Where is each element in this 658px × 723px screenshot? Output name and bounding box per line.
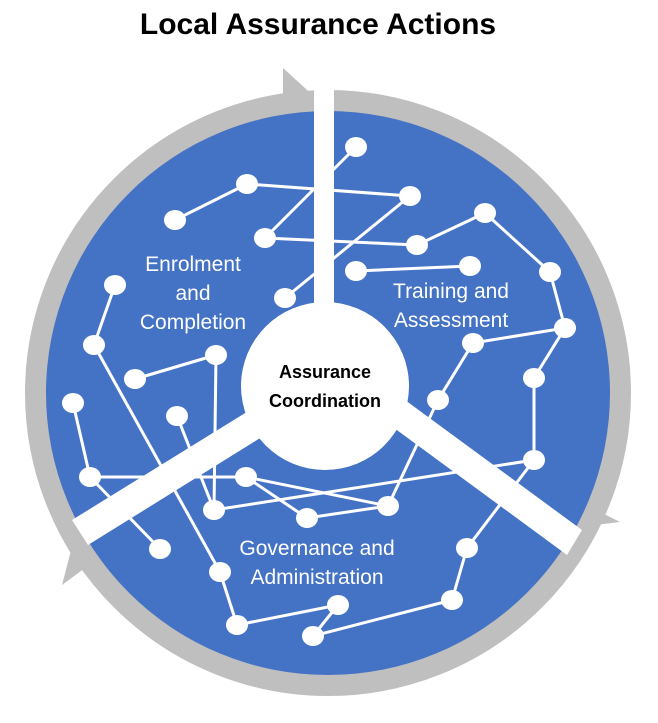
network-node-icon: [104, 275, 126, 295]
network-node-icon: [523, 368, 545, 388]
center-hub: [241, 302, 409, 470]
network-node-icon: [345, 261, 367, 281]
network-nodes: [62, 137, 576, 646]
segment-label-line: Completion: [139, 311, 247, 334]
network-node-icon: [427, 390, 449, 410]
network-node-icon: [345, 137, 367, 157]
network-node-icon: [327, 595, 349, 615]
network-node-icon: [274, 288, 296, 308]
diagram-title: Local Assurance Actions: [139, 8, 497, 41]
network-node-icon: [456, 538, 478, 558]
network-node-icon: [377, 496, 399, 516]
network-node-icon: [406, 235, 428, 255]
network-node-icon: [62, 393, 84, 413]
center-label-line: Coordination: [269, 391, 381, 411]
network-node-icon: [254, 228, 276, 248]
center-label-line: Assurance: [278, 362, 372, 382]
network-node-icon: [523, 450, 545, 470]
segment-label-line: Enrolment: [145, 253, 241, 276]
network-node-icon: [554, 318, 576, 338]
network-node-icon: [203, 500, 225, 520]
network-node-icon: [149, 539, 171, 559]
network-node-icon: [205, 345, 227, 365]
network-node-icon: [441, 590, 463, 610]
network-node-icon: [209, 562, 231, 582]
segment-label-training: Training and Assessment: [372, 277, 530, 335]
network-node-icon: [83, 335, 105, 355]
segment-label-line: and: [175, 282, 211, 305]
segment-label-line: Administration: [250, 566, 384, 589]
network-node-icon: [474, 203, 496, 223]
segment-label-line: Training and: [393, 280, 509, 303]
network-node-icon: [164, 210, 186, 230]
network-node-icon: [79, 467, 101, 487]
network-node-icon: [236, 174, 258, 194]
network-node-icon: [235, 467, 257, 487]
network-node-icon: [226, 615, 248, 635]
network-node-icon: [166, 406, 188, 426]
segment-dividers: [72, 90, 582, 555]
segment-label-enrolment: Enrolment and Completion: [120, 250, 266, 337]
network-node-icon: [539, 262, 561, 282]
network-node-icon: [459, 256, 481, 276]
segment-label-line: Governance and: [239, 537, 395, 560]
center-label: Assurance Coordination: [242, 358, 408, 416]
segment-label-line: Assessment: [393, 309, 509, 332]
network-node-icon: [462, 333, 484, 353]
network-node-icon: [124, 369, 146, 389]
network-node-icon: [302, 626, 324, 646]
network-node-icon: [399, 186, 421, 206]
segment-label-governance: Governance and Administration: [222, 534, 412, 592]
network-node-icon: [296, 508, 318, 528]
